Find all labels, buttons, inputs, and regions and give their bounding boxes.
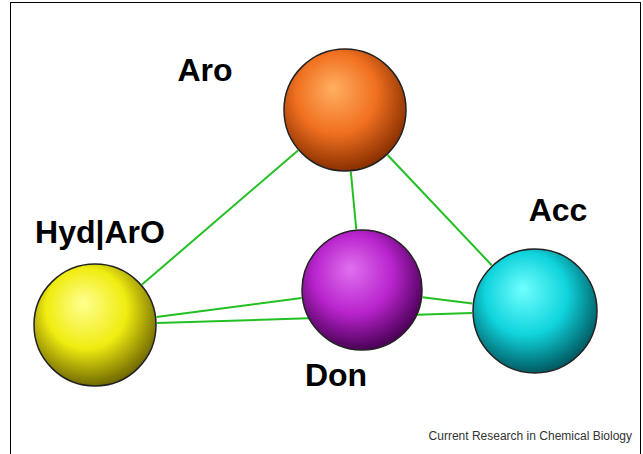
sphere-shape bbox=[283, 48, 407, 172]
sphere-body bbox=[284, 49, 406, 171]
sphere-body bbox=[473, 249, 597, 373]
sphere-body bbox=[302, 230, 422, 350]
sphere-node: Acc bbox=[472, 248, 598, 374]
bond-line bbox=[423, 297, 473, 303]
bond-line bbox=[142, 150, 298, 284]
sphere-shape bbox=[33, 263, 157, 387]
sphere-shape bbox=[301, 229, 423, 351]
node-label: Hyd|ArO bbox=[35, 216, 165, 248]
bond-line bbox=[351, 172, 356, 230]
node-label: Acc bbox=[529, 194, 588, 226]
bond-line bbox=[156, 298, 301, 317]
sphere-shape bbox=[472, 248, 598, 374]
sphere-node: Don bbox=[301, 229, 423, 351]
node-label: Don bbox=[305, 359, 367, 391]
sphere-node: Aro bbox=[283, 48, 407, 172]
sphere-node: Hyd|ArO bbox=[33, 263, 157, 387]
source-caption: Current Research in Chemical Biology bbox=[429, 429, 632, 443]
sphere-body bbox=[34, 264, 156, 386]
node-label: Aro bbox=[177, 54, 232, 86]
frame-border bbox=[11, 3, 641, 454]
